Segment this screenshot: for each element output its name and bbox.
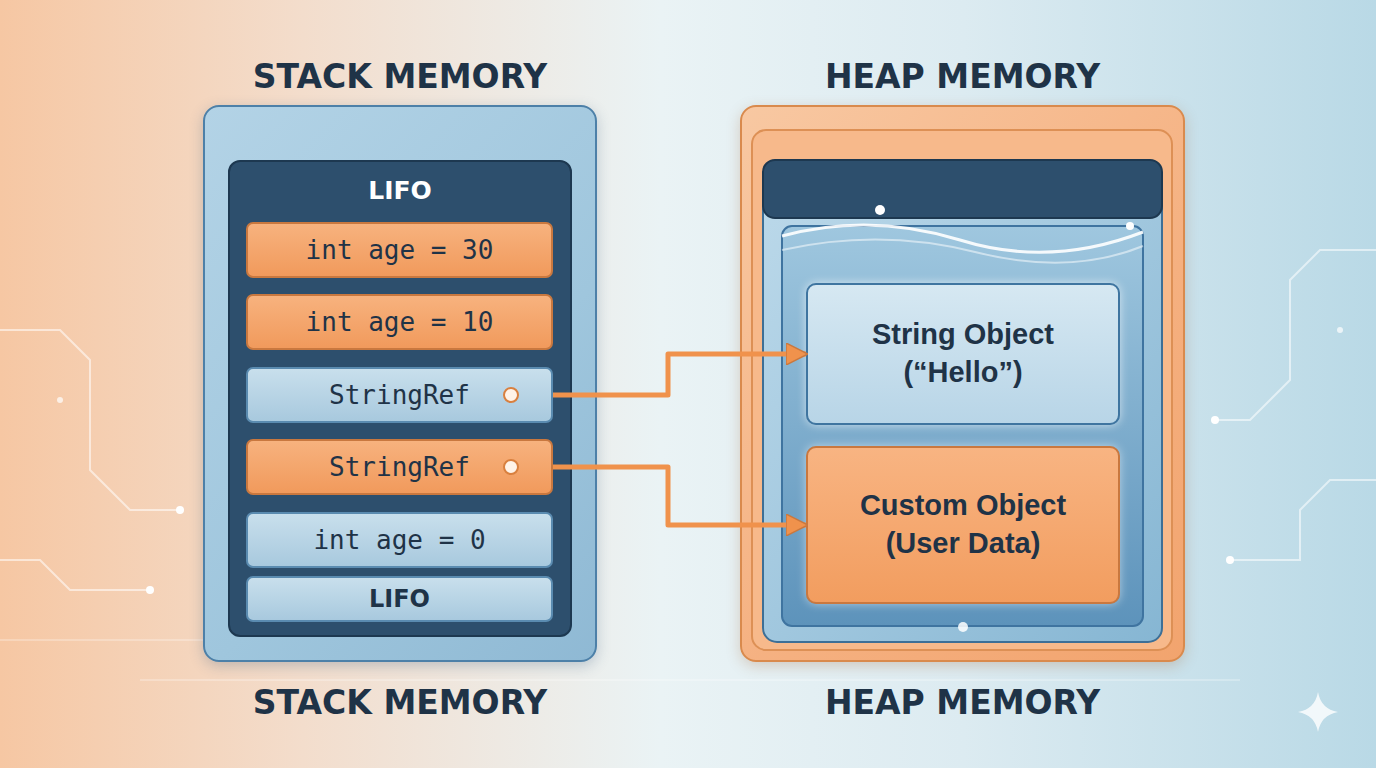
heap-object: String Object (“Hello”) [806,283,1120,425]
slot-label: int age = 10 [306,307,494,337]
heap-object: Custom Object (User Data) [806,446,1120,604]
slot-label: int age = 0 [313,525,485,555]
object-label: String Object (“Hello”) [843,316,1083,391]
jar-rim [763,160,1162,218]
jar-body [763,180,1162,642]
panel-heading: HEAP MEMORY [702,683,1223,723]
reference-dot [503,459,519,475]
glow-dot [1126,222,1134,230]
glow-dot [875,205,885,215]
stack-slot: int age = 0 [246,512,553,568]
slot-label: StringRef [329,380,470,410]
stack-slot: int age = 10 [246,294,553,350]
stack-slot: LIFO [246,576,553,622]
reference-slot: StringRef [246,367,553,423]
stack-panel: STACK MEMORYSTACK MEMORYLIFOint age = 30… [203,105,597,662]
reference-arrow [553,354,806,395]
panel-heading: STACK MEMORY [165,683,635,723]
glow-dot [958,622,968,632]
back-layer [752,130,1172,650]
slot-label: int age = 30 [306,235,494,265]
stack-slot: int age = 30 [246,222,553,278]
stack-frame: LIFOint age = 30int age = 10StringRefStr… [228,160,572,637]
slot-label: LIFO [369,585,430,613]
object-label: Custom Object (User Data) [843,487,1083,562]
jar-liquid [782,226,1143,626]
reference-slot: StringRef [246,439,553,495]
panel-heading: STACK MEMORY [165,57,635,97]
panel-heading: HEAP MEMORY [702,57,1223,97]
liquid-wave [782,239,1143,262]
reference-dot [503,387,519,403]
reference-arrow [553,467,806,525]
frame-heading: LIFO [230,174,570,208]
sparkle-star [1298,692,1338,732]
slot-label: StringRef [329,452,470,482]
